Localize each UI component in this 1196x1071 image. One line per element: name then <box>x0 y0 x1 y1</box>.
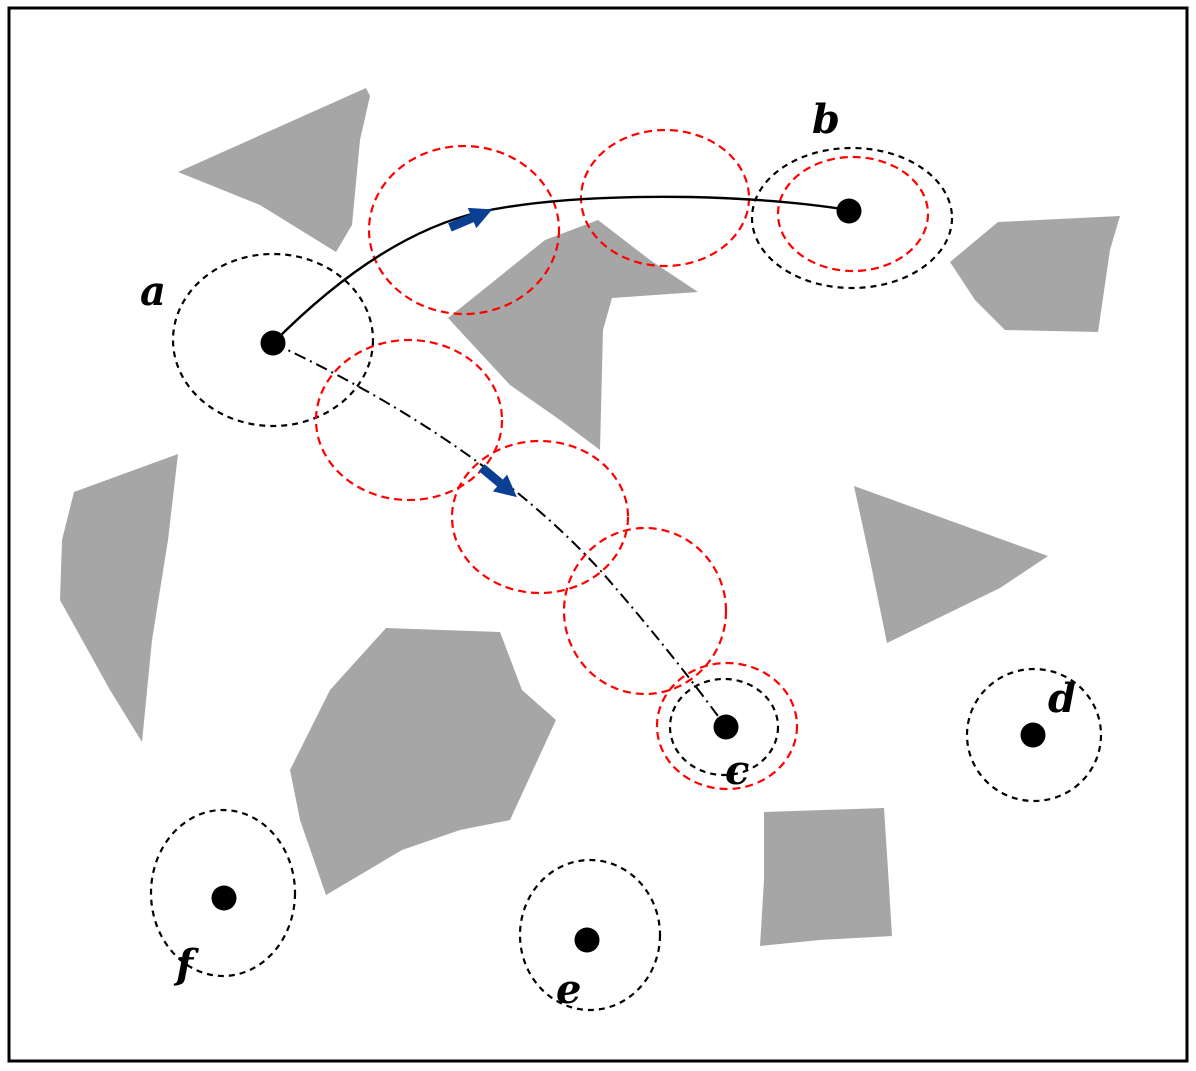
relay-range-ac-4 <box>655 661 799 791</box>
relay-range-ab-3 <box>776 155 930 273</box>
obstacle-right-top <box>950 216 1120 332</box>
obstacle-large-bottom-left <box>290 628 556 895</box>
relay-ranges <box>314 128 930 791</box>
obstacle-triangle-top-left <box>178 88 370 252</box>
node-e-range <box>518 858 662 1012</box>
direction-arrow-a-to-b <box>448 207 493 232</box>
node-labels: a b c d e f <box>140 96 1076 1013</box>
obstacles <box>60 88 1120 946</box>
node-f-range <box>149 808 297 978</box>
node-c-range <box>668 677 780 777</box>
node-d <box>1020 722 1046 748</box>
node-d-range <box>965 667 1103 803</box>
node-a <box>260 330 286 356</box>
direction-arrow-a-to-c <box>478 464 517 498</box>
node-a-range <box>171 252 375 428</box>
path-a-to-c <box>272 342 727 728</box>
node-e-label: e <box>556 966 581 1013</box>
diagram-frame <box>7 6 1189 1063</box>
obstacle-left-middle <box>60 454 178 742</box>
node-f <box>211 885 237 911</box>
relay-range-ac-3 <box>562 526 728 696</box>
node-d-label: d <box>1048 675 1076 722</box>
relay-range-ab-1 <box>367 144 561 316</box>
node-c-label: c <box>725 747 749 794</box>
path-a-to-b <box>272 195 850 344</box>
node-a-label: a <box>140 268 166 315</box>
node-b <box>836 198 862 224</box>
obstacle-center-top <box>448 220 698 450</box>
obstacle-square-bottom <box>760 808 892 946</box>
node-c <box>713 714 739 740</box>
relay-range-ac-2 <box>450 439 630 595</box>
obstacle-triangle-right <box>854 486 1048 643</box>
direction-arrows <box>448 207 517 498</box>
relay-range-ac-1 <box>314 338 504 502</box>
node-b-range <box>750 146 954 290</box>
nodes <box>211 198 1046 953</box>
node-ranges <box>149 146 1103 1012</box>
node-b-label: b <box>812 96 840 143</box>
node-e <box>574 927 600 953</box>
